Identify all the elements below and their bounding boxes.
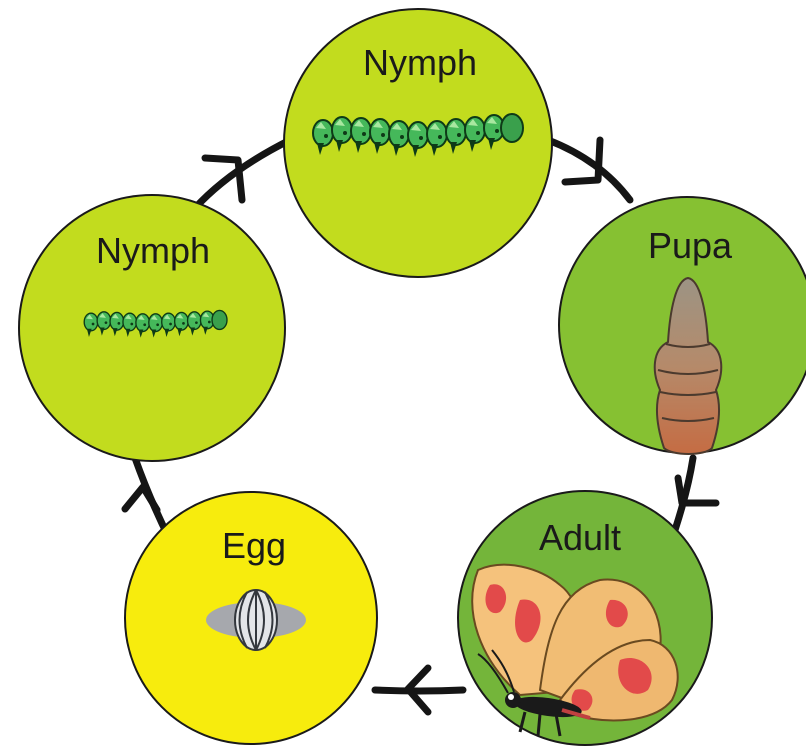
stage-label: Adult [539, 517, 621, 558]
stage-nymph-large: Nymph [284, 9, 552, 277]
stage-label: Egg [222, 525, 286, 566]
stage-label: Pupa [648, 225, 733, 266]
stage-nymph-small: Nymph [19, 195, 285, 461]
stage-egg: Egg [125, 492, 377, 744]
stage-label: Nymph [96, 230, 210, 271]
arc-adult-to-egg [375, 690, 463, 691]
stage-label: Nymph [363, 42, 477, 83]
arrowhead-icon [125, 487, 157, 510]
stage-pupa: Pupa [559, 197, 806, 454]
arc-nymph-to-pupa [548, 140, 630, 200]
stage-adult: Adult [458, 491, 712, 745]
